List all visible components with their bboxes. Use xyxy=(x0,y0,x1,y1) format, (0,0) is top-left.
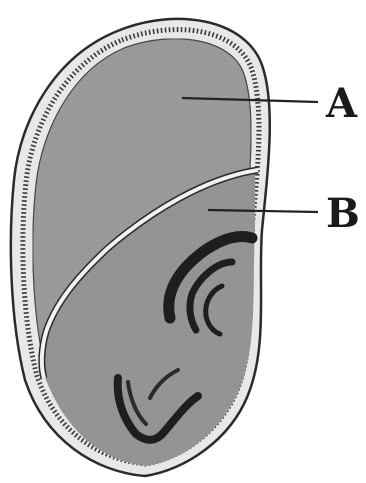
label-a: A xyxy=(326,84,357,124)
label-b: B xyxy=(326,194,360,234)
